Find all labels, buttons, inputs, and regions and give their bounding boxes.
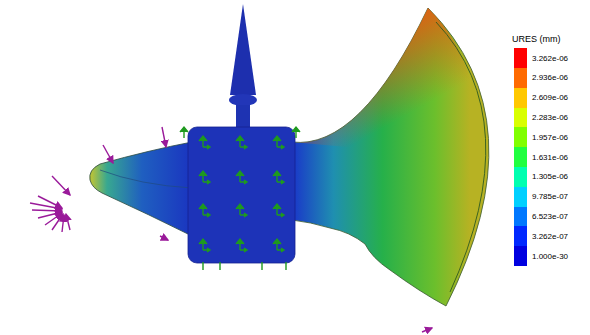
- color-bar-segment: [514, 167, 527, 187]
- legend-value: 1.000e-30: [532, 252, 568, 261]
- legend-value: 1.305e-06: [532, 172, 568, 181]
- legend-value: 2.936e-06: [532, 73, 568, 82]
- color-bar-segment: [514, 187, 527, 207]
- color-bar-segment: [514, 226, 527, 246]
- legend-value: 1.631e-06: [532, 153, 568, 162]
- color-bar-segment: [514, 68, 527, 88]
- legend-value: 2.609e-06: [532, 93, 568, 102]
- legend-title: URES (mm): [512, 34, 561, 44]
- color-bar-segment: [514, 127, 527, 147]
- color-bar-segment: [514, 88, 527, 108]
- color-bar-segment: [514, 207, 527, 227]
- color-bar-segment: [514, 147, 527, 167]
- color-bar-segment: [514, 108, 527, 128]
- legend-value: 1.957e-06: [532, 133, 568, 142]
- legend-value: 9.785e-07: [532, 192, 568, 201]
- color-bar-segment: [514, 246, 527, 266]
- legend-value: 3.262e-07: [532, 232, 568, 241]
- legend-value: 3.262e-06: [532, 54, 568, 63]
- legend-value: 2.283e-06: [532, 113, 568, 122]
- legend-value: 6.523e-07: [532, 212, 568, 221]
- color-bar-segment: [514, 48, 527, 68]
